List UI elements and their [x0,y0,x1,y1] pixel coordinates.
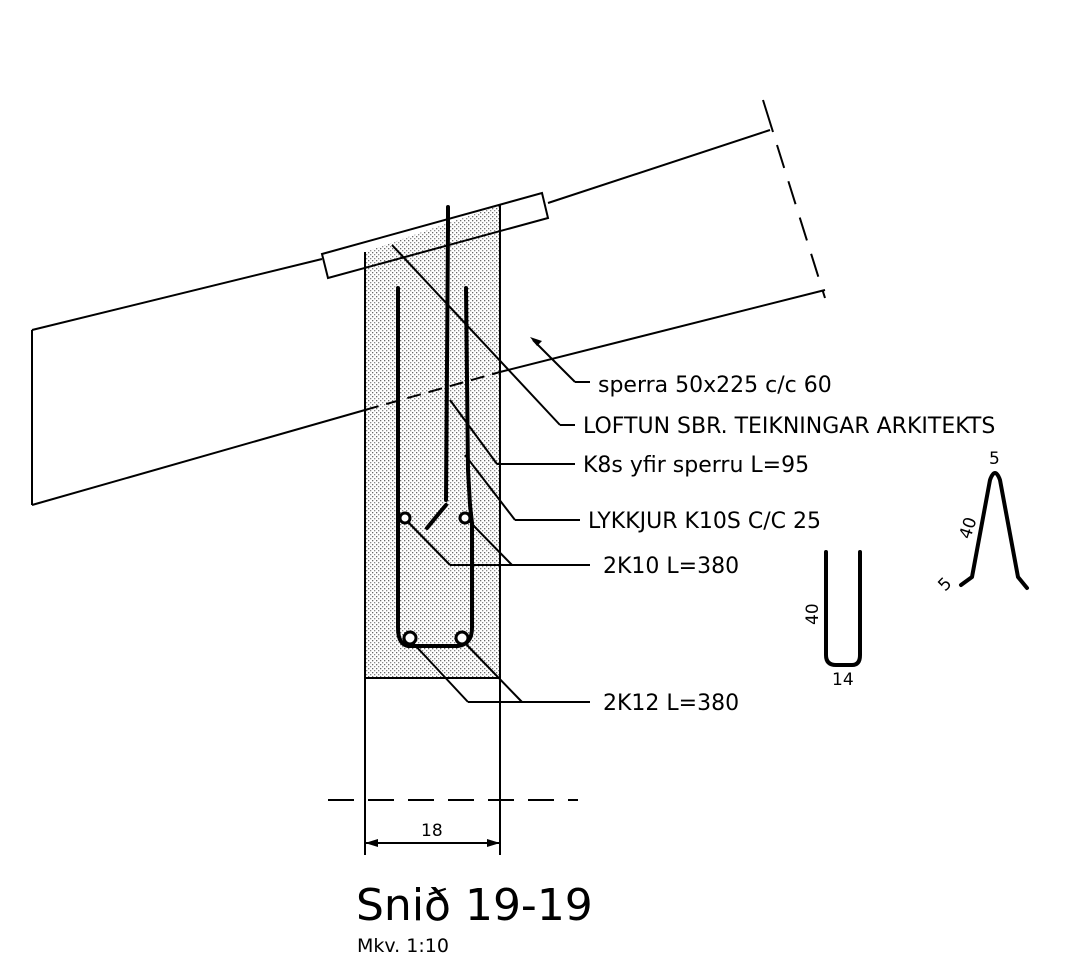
label-bottom-bars: 2K12 L=380 [603,691,739,716]
dimension-lines [328,678,578,855]
bottom-bar-left [402,630,418,646]
dim-u-width: 14 [832,670,854,690]
stirrup-outer [396,286,474,648]
dim-u-height: 40 [803,603,823,625]
scale-label: Mkv. 1:10 [357,935,449,957]
section-title: Snið 19-19 [356,880,593,931]
dim-v-top: 5 [989,449,1000,469]
dim-beam-width: 18 [421,821,443,841]
label-ventilation: LOFTUN SBR. TEIKNINGAR ARKITEKTS [583,414,995,439]
bottom-bar-right [454,630,470,646]
u-bar-detail [824,550,862,667]
roof-rafter [31,99,826,506]
label-top-bars: 2K10 L=380 [603,554,739,579]
hook-bar [425,503,448,530]
top-bar-right [458,511,472,525]
k8s-bar [444,205,450,502]
v-bar-detail [959,471,1029,590]
leader-lines [391,244,590,703]
ventilation-plate [320,191,550,280]
label-rafter: sperra 50x225 c/c 60 [598,373,832,398]
label-stirrups: LYKKJUR K10S C/C 25 [588,509,821,534]
stirrup-inner [464,286,472,507]
label-k8s: K8s yfir sperru L=95 [583,453,809,478]
reinforcement [396,205,474,648]
dim-v-foot: 5 [934,574,956,596]
top-bar-left [398,511,412,525]
